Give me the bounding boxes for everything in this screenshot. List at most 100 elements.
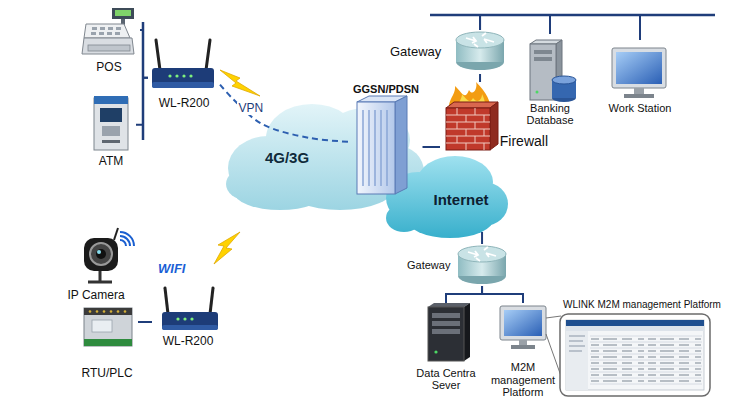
banking-database-icon (534, 50, 552, 54)
wifi-label: WIFI (158, 262, 185, 277)
data-center-server-icon (428, 307, 464, 361)
firewall-icon (475, 122, 476, 129)
node-label: 4G/3G (265, 149, 309, 166)
ip-camera-icon (84, 228, 118, 282)
network-link (480, 15, 640, 40)
rtu-plc-icon (103, 310, 106, 313)
platform-screenshot (591, 368, 701, 369)
node-label: POS (96, 61, 121, 75)
pos-terminal-icon (116, 27, 121, 30)
firewall-icon (457, 136, 458, 143)
rtu-plc-icon (84, 339, 132, 346)
ip-camera: IP Camera (58, 232, 134, 304)
database-server: Banking Database (513, 34, 587, 128)
workstation-icon (634, 88, 644, 94)
router-node: WL-R200 (152, 284, 224, 350)
atm-icon (94, 98, 128, 150)
platform-screenshot (566, 320, 704, 326)
firewall-icon (446, 82, 498, 150)
platform-screenshot (591, 344, 701, 345)
pos-terminal-icon (91, 32, 96, 35)
node-label: IP Camera (67, 289, 124, 303)
rtu-plc: RTU/PLC (76, 302, 138, 382)
firewall-icon (446, 143, 490, 144)
wifi-waves (120, 232, 134, 246)
node-label: Firewall (500, 133, 548, 149)
node-label: WLINK M2M management Platform (563, 299, 721, 311)
platform-screenshot (590, 336, 702, 384)
router-icon-bottom (210, 288, 213, 314)
ip-camera-icon (96, 249, 106, 259)
pos-terminal-icon (82, 8, 134, 54)
platform-screenshot (590, 336, 702, 337)
atm-icon (94, 96, 128, 150)
router-icon-top (152, 68, 214, 88)
firewall-icon (457, 108, 458, 115)
pos-terminal-icon (88, 45, 130, 51)
firewall-icon (466, 129, 467, 136)
gateway-router-icon-bottom (468, 247, 496, 261)
platform-screenshot (591, 356, 701, 357)
data-center-server-icon (432, 329, 460, 334)
gateway-router: Gateway (405, 244, 508, 286)
firewall-icon (466, 115, 467, 122)
platform-screenshot (560, 314, 710, 396)
wifi-waves (120, 232, 134, 246)
router-icon-bottom (162, 325, 218, 330)
gateway-router-icon-bottom (458, 246, 506, 284)
cellular-cloud (226, 168, 266, 200)
firewall-icon (446, 136, 490, 137)
router-icon-bottom (162, 288, 218, 330)
firewall-icon (466, 143, 467, 150)
router-icon-bottom (190, 317, 193, 320)
platform-screenshot (566, 320, 704, 390)
banking-database-icon (552, 76, 576, 84)
banking-database-icon (534, 57, 552, 61)
internet-cloud: Internet (420, 168, 502, 232)
vpn-link (220, 85, 350, 142)
data-center-server-icon (432, 321, 460, 326)
wifi-waves (120, 240, 126, 246)
platform-screenshot (591, 338, 701, 339)
firewall-icon (490, 102, 498, 150)
atm-icon (102, 126, 120, 136)
platform-screenshot (560, 314, 710, 396)
data-center-server-icon (428, 303, 470, 361)
data-server: Data Centra Sever (402, 303, 490, 393)
data-center-server-icon (464, 303, 470, 361)
firewall-icon (475, 136, 476, 143)
platform-screenshot (569, 336, 585, 351)
pos-terminal-icon (112, 8, 134, 19)
atm-icon (94, 96, 128, 104)
pos-terminal: POS (78, 2, 140, 76)
management-pc-icon (519, 340, 527, 345)
ggsn-server-icon (368, 110, 370, 186)
ggsn-server-icon (374, 110, 376, 186)
data-center-server-icon (432, 313, 460, 318)
platform-screenshot (591, 380, 701, 381)
platform-screenshot (569, 340, 583, 341)
rtu-plc-icon (84, 308, 132, 315)
data-center-server-icon (434, 350, 437, 353)
router-icon-bottom (183, 317, 186, 320)
rtu-plc-icon (124, 310, 127, 313)
gateway-router: Gateway (388, 30, 506, 74)
workstation-icon (612, 48, 666, 98)
pos-terminal-icon (91, 27, 121, 35)
network-link (423, 146, 441, 148)
network-link (480, 15, 550, 34)
router-icon-top (168, 74, 171, 77)
platform-panel: WLINK M2M management Platform (558, 298, 726, 398)
rtu-plc-icon (110, 310, 113, 313)
platform-screenshot (590, 360, 702, 361)
pos-terminal-icon (108, 27, 113, 30)
wifi-waves (120, 236, 130, 246)
node-label: WL-R200 (163, 335, 214, 349)
network-link (479, 74, 481, 82)
platform-screenshot (569, 350, 582, 351)
firewall-icon (475, 108, 476, 115)
router-icon-bottom (162, 312, 218, 330)
router-icon-bottom (165, 288, 168, 314)
